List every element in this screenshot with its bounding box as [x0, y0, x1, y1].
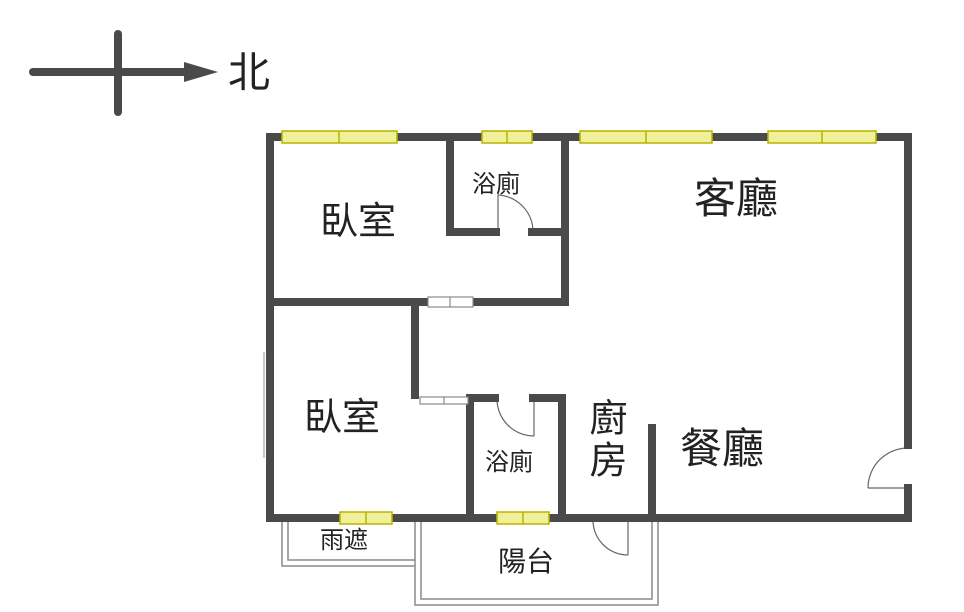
door-swing-icon: [495, 194, 535, 236]
sliding-door-icon: [427, 296, 474, 308]
compass-north-label: 北: [228, 48, 271, 97]
windows: [281, 130, 877, 525]
canopy-outline: [281, 518, 415, 567]
balcony-outline: [414, 518, 659, 606]
entrance-door-icon: [867, 444, 912, 490]
room-label-living-room: 客廳: [694, 174, 779, 223]
room-label-bedroom-bottom: 臥室: [304, 395, 381, 439]
room-label-bathroom-bottom: 浴廁: [485, 448, 533, 476]
sliding-door-icon: [419, 396, 469, 405]
room-label-dining-room: 餐廳: [680, 424, 765, 473]
room-label-kitchen: 廚房: [583, 398, 627, 482]
north-arrow-icon: [29, 30, 218, 116]
door-swing-icon: [590, 514, 630, 556]
room-label-balcony: 陽台: [498, 545, 555, 578]
room-label-canopy: 雨遮: [320, 526, 368, 554]
room-label-bedroom-top: 臥室: [320, 199, 397, 243]
door-swing-icon: [494, 394, 536, 437]
room-label-bathroom-top: 浴廁: [472, 170, 520, 198]
